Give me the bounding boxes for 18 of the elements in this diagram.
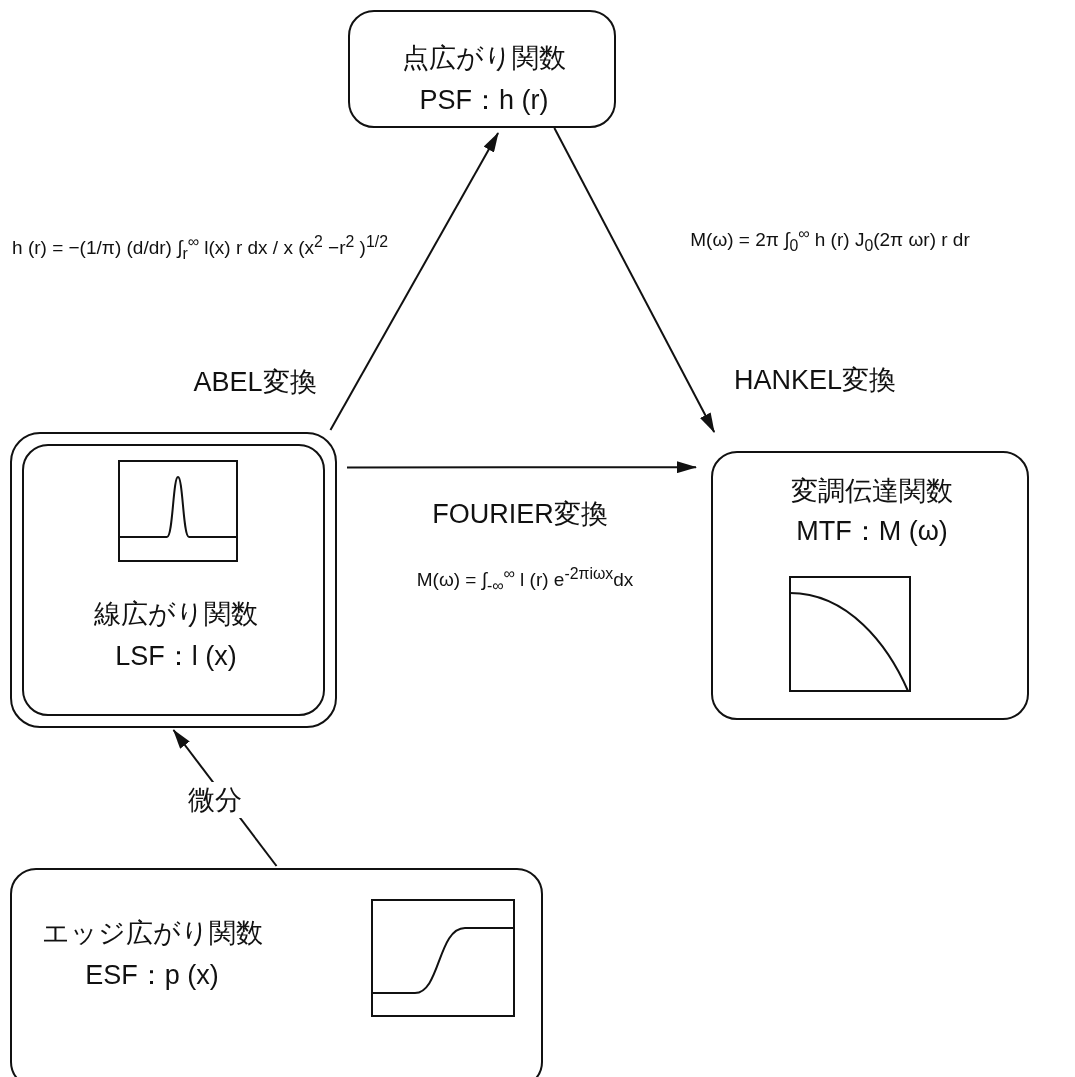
node-symbol: ESF：p (x) — [85, 959, 219, 992]
node-title: エッジ広がり関数 — [41, 917, 263, 950]
node-symbol: PSF：h (r) — [419, 84, 549, 117]
node-symbol: MTF：M (ω) — [796, 515, 948, 548]
node-title: 変調伝達関数 — [791, 475, 953, 508]
formula: M(ω) = 2π ∫$_{0}$$^{∞}$ h (r) J$_{0}$(2π ωr) r dr — [690, 224, 970, 256]
arrow — [329, 132, 500, 431]
edge-label: 微分 — [185, 782, 245, 818]
function-box — [10, 868, 543, 1077]
arrow — [346, 461, 697, 474]
node-symbol: LSF：l (x) — [115, 640, 237, 673]
formula: M(ω) = ∫$_{-∞}$$^{∞}$ l (r) e$^{-2πiωx}$dx — [416, 564, 634, 596]
formula: h (r) = −(1/π) (d/dr) ∫$_{r}$$^{∞}$ l(x) r dx / x (x$^{2}$ −r$^{2}$ )$^{1/2}$ — [12, 232, 388, 264]
arrow — [553, 127, 716, 433]
function-box — [348, 10, 616, 128]
node-title: 点広がり関数 — [402, 42, 566, 75]
function-box — [711, 451, 1029, 720]
node-title: 線広がり関数 — [94, 598, 258, 631]
